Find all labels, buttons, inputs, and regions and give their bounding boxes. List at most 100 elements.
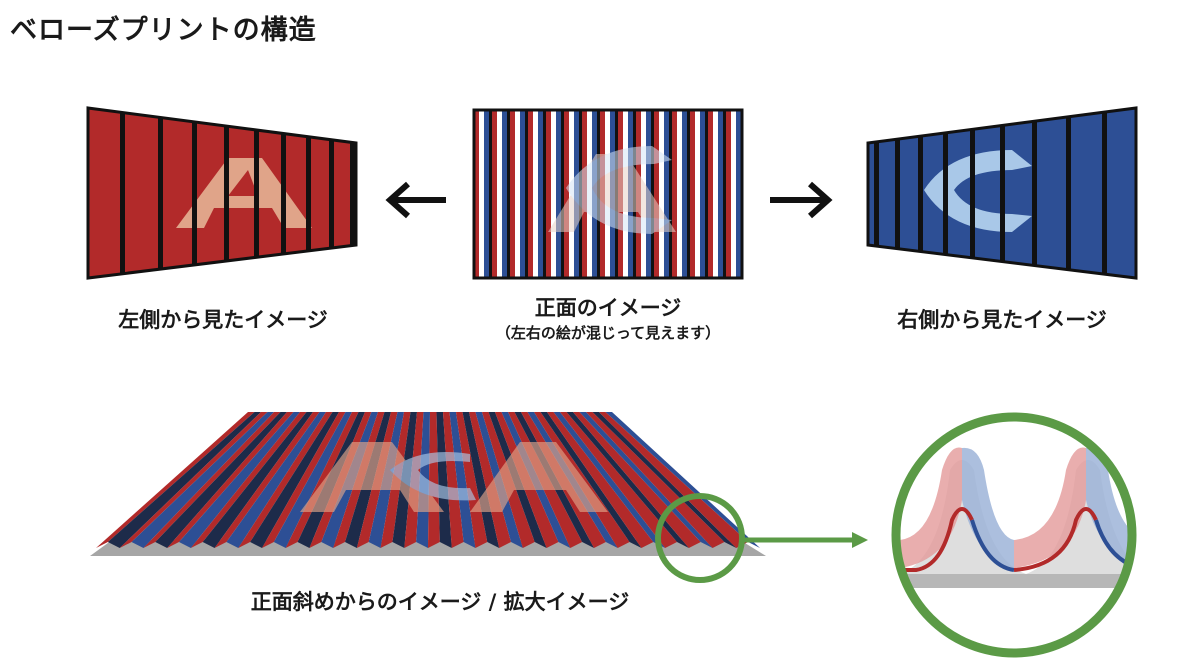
right-separator-line bbox=[1102, 108, 1107, 278]
pleat-face-red bbox=[238, 412, 333, 548]
pleat-face-blue bbox=[436, 412, 452, 548]
front-stripe bbox=[510, 110, 515, 278]
front-stripe bbox=[718, 110, 723, 278]
pleat-face-blue bbox=[202, 412, 313, 548]
pleat-face-red bbox=[547, 412, 654, 548]
pleat-face-blue bbox=[566, 412, 689, 548]
front-stripe bbox=[669, 110, 672, 278]
front-stripe bbox=[551, 110, 556, 278]
front-stripe bbox=[700, 110, 705, 278]
front-stripe bbox=[672, 110, 677, 278]
pleat-face-red bbox=[285, 412, 359, 548]
left-separator-line bbox=[329, 108, 334, 278]
pleat-face-red bbox=[214, 412, 320, 548]
front-stripe bbox=[705, 110, 708, 278]
front-stripe bbox=[564, 110, 569, 278]
front-stripe bbox=[515, 110, 520, 278]
front-stripe bbox=[651, 110, 654, 278]
front-stripe bbox=[736, 110, 741, 278]
front-view-label: 正面のイメージ bbox=[534, 296, 682, 320]
left-separator-line bbox=[254, 108, 259, 278]
left-letter-label: A bbox=[0, 0, 1, 1]
right-view-label: 右側から見たイメージ bbox=[897, 308, 1107, 332]
pleat-face-red bbox=[560, 412, 677, 548]
front-stripe bbox=[546, 110, 551, 278]
pleat-face-red bbox=[469, 412, 511, 548]
pleat-face-red bbox=[119, 412, 268, 548]
pleat-face-red bbox=[428, 412, 440, 548]
pleat-face-blue bbox=[592, 412, 737, 548]
right-arrow-icon bbox=[770, 181, 833, 219]
pleat-face-blue bbox=[449, 412, 476, 548]
front-stripe bbox=[731, 110, 736, 278]
left-arrow-icon bbox=[385, 181, 446, 219]
front-stripe bbox=[708, 110, 713, 278]
pleat-face-red bbox=[443, 412, 464, 548]
pleat-face-blue bbox=[107, 412, 261, 548]
left-view-label: 左側から見たイメージ bbox=[118, 308, 328, 332]
pleat-face-blue bbox=[462, 412, 500, 548]
front-stripe bbox=[682, 110, 687, 278]
front-stripe bbox=[489, 110, 492, 278]
right-separator-line bbox=[943, 108, 948, 278]
front-stripe bbox=[677, 110, 682, 278]
right-separator-line bbox=[970, 108, 975, 278]
pleat-face-red bbox=[167, 412, 294, 548]
front-stripe bbox=[525, 110, 528, 278]
left-view-panel: A bbox=[0, 0, 358, 280]
pleat-face-red bbox=[262, 412, 346, 548]
front-stripe bbox=[690, 110, 695, 278]
front-stripe bbox=[533, 110, 538, 278]
front-stripe bbox=[479, 110, 484, 278]
perspective-bellows bbox=[90, 412, 766, 556]
front-stripe bbox=[664, 110, 669, 278]
pleat-face-blue bbox=[273, 412, 352, 548]
front-stripe bbox=[520, 110, 525, 278]
front-stripe bbox=[723, 110, 726, 278]
left-separator-line bbox=[158, 108, 163, 278]
left-panel-art bbox=[120, 108, 355, 278]
pleat-face-blue bbox=[250, 412, 339, 548]
page-title: ベローズプリントの構造 bbox=[10, 15, 317, 46]
front-stripe bbox=[474, 110, 479, 278]
front-stripe bbox=[713, 110, 718, 278]
front-stripe bbox=[687, 110, 690, 278]
pleat-face-blue bbox=[226, 412, 326, 548]
front-stripe bbox=[561, 110, 564, 278]
front-stripe bbox=[543, 110, 546, 278]
pleat-face-red bbox=[190, 412, 307, 548]
front-stripe bbox=[528, 110, 533, 278]
front-stripe bbox=[484, 110, 489, 278]
left-panel-stripes bbox=[120, 108, 355, 278]
right-separator-line bbox=[918, 108, 923, 278]
left-separator-line bbox=[281, 108, 286, 278]
magnified-cross-section bbox=[891, 412, 1137, 658]
pleat-face-blue bbox=[579, 412, 713, 548]
right-separator-line bbox=[1066, 108, 1071, 278]
right-panel-art bbox=[874, 108, 1107, 278]
bottom-view-label: 正面斜めからのイメージ / 拡大イメージ bbox=[250, 590, 630, 614]
pleat-face-red bbox=[143, 412, 281, 548]
pleat-face-blue bbox=[605, 412, 760, 548]
front-stripe bbox=[695, 110, 700, 278]
right-panel-stripes bbox=[874, 108, 1107, 278]
zoom-arrow-icon bbox=[852, 532, 868, 548]
front-stripe bbox=[556, 110, 561, 278]
zoom-indicator bbox=[655, 493, 868, 583]
left-separator-line bbox=[192, 108, 197, 278]
pleat-face-red bbox=[586, 412, 725, 548]
front-stripe bbox=[654, 110, 659, 278]
right-letter-label: C bbox=[0, 0, 1, 1]
pleat-face-blue bbox=[179, 412, 300, 548]
pleat-face-red bbox=[456, 412, 488, 548]
zoom-target-ring bbox=[891, 412, 1137, 658]
pleat-face-blue bbox=[131, 412, 274, 548]
front-stripe bbox=[507, 110, 510, 278]
left-separator-line bbox=[120, 108, 125, 278]
left-separator-line bbox=[306, 108, 311, 278]
pleat-face-red bbox=[96, 412, 255, 548]
pleat-face-blue bbox=[540, 412, 642, 548]
right-separator-line bbox=[895, 108, 900, 278]
front-stripe bbox=[502, 110, 507, 278]
